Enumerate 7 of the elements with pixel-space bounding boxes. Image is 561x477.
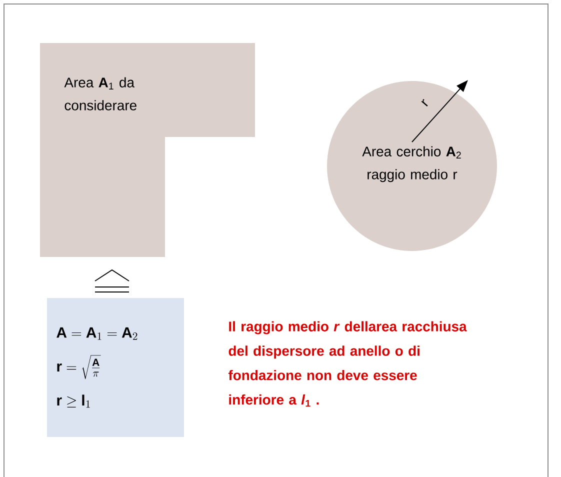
formula-box (47, 298, 184, 437)
note-text: Il raggio medio r dellarea racchiusa del dispersore ad anello o di fondazione non deve essere inferiore a l$_{1}$ . (228, 321, 467, 407)
radius-label: r (421, 99, 428, 106)
formula: $\mathbf{r} \geq \mathbf{l}_1$ (57, 394, 90, 408)
l-shaped-area: Area A$_{1}$ da considerare (40, 43, 255, 257)
formula: $\mathbf{r} = \sqrt{\frac{\mathbf{A}}{\pi}}$ (57, 355, 101, 380)
formula: $\mathbf{A} = \mathbf{A}_1 = \mathbf{A}_2$ (56, 327, 138, 340)
